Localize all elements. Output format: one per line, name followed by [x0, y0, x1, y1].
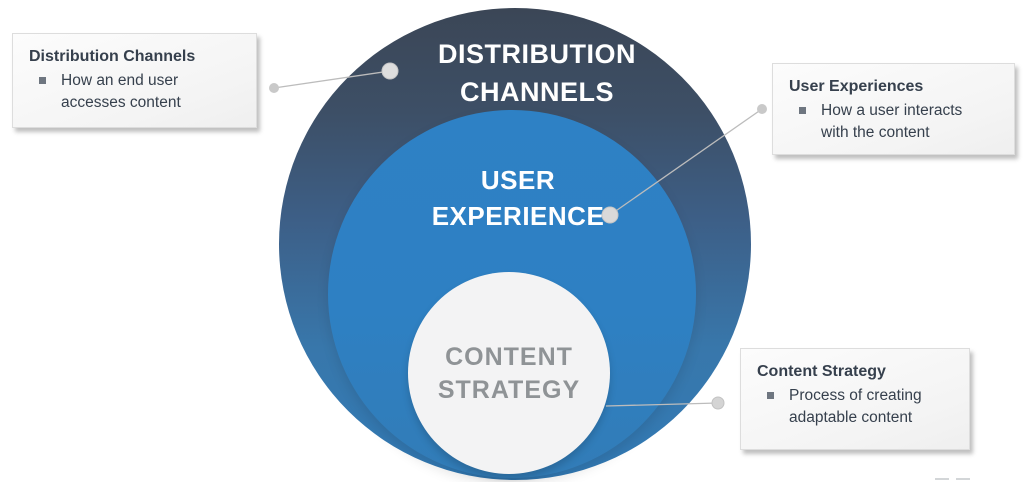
outer-circle-label: DISTRIBUTION CHANNELS: [397, 35, 677, 111]
middle-label-line2: EXPERIENCE: [431, 201, 605, 231]
callout-distribution-channels: Distribution Channels How an end user ac…: [12, 33, 257, 128]
callout-title: Content Strategy: [757, 363, 886, 380]
callout-dot-user-experience: [757, 104, 767, 114]
callout-dot-content-strategy: [711, 396, 725, 410]
callout-bullet-text: How a user interacts with the content: [821, 102, 963, 141]
cropped-watermark-dash: [935, 478, 949, 480]
callout-bullet-text: Process of creating adaptable content: [789, 387, 922, 426]
inner-circle-content-strategy: [408, 272, 610, 474]
cropped-watermark-dash: [956, 478, 970, 480]
callout-bullet-item: How a user interacts with the content: [789, 100, 1000, 144]
callout-content-strategy: Content Strategy Process of creating ada…: [740, 348, 970, 450]
bullet-square-icon: [39, 77, 46, 84]
outer-label-line1: DISTRIBUTION: [438, 39, 636, 69]
bullet-square-icon: [799, 107, 806, 114]
bullet-square-icon: [767, 392, 774, 399]
callout-user-experiences: User Experiences How a user interacts wi…: [772, 63, 1015, 155]
inner-circle-label: CONTENT STRATEGY: [409, 341, 609, 407]
middle-label-line1: USER: [480, 165, 556, 195]
callout-title: Distribution Channels: [29, 48, 196, 65]
middle-circle-label: USER EXPERIENCE: [378, 162, 658, 234]
callout-bullet-item: How an end user accesses content: [29, 70, 242, 114]
callout-title: User Experiences: [789, 78, 924, 95]
callout-dot-distribution-channels: [269, 83, 279, 93]
callout-bullet-text: How an end user accesses content: [61, 72, 181, 111]
inner-label-line2: STRATEGY: [437, 376, 581, 404]
outer-label-line2: CHANNELS: [459, 77, 614, 107]
inner-label-line1: CONTENT: [445, 343, 573, 371]
callout-bullet-item: Process of creating adaptable content: [757, 385, 955, 429]
